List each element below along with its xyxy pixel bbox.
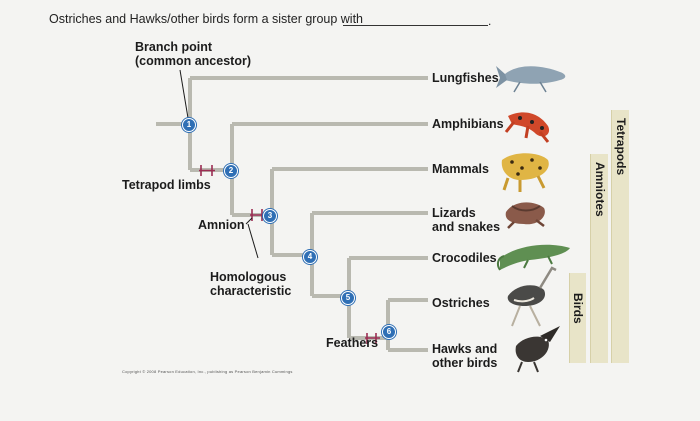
amnion-label: Amnion bbox=[198, 218, 245, 232]
homologous-line2: characteristic bbox=[210, 284, 292, 298]
ostrich-icon bbox=[507, 266, 557, 327]
taxon-name: Crocodiles bbox=[432, 251, 497, 265]
leopard-icon bbox=[501, 153, 549, 192]
hawk-icon bbox=[515, 326, 560, 373]
amnion-tick bbox=[250, 209, 265, 221]
question-prompt: Ostriches and Hawks/other birds form a s… bbox=[49, 12, 364, 26]
amniotes-bar bbox=[590, 154, 608, 363]
taxon-lungfishes: Lungfishes bbox=[432, 71, 499, 85]
feathers-label: Feathers bbox=[326, 336, 379, 350]
copyright-text: Copyright © 2008 Pearson Education, Inc.… bbox=[122, 369, 293, 374]
crocodile-icon bbox=[496, 244, 570, 271]
amnion-pointer bbox=[245, 217, 253, 225]
salamander-icon bbox=[504, 112, 550, 143]
feathers-tick bbox=[365, 333, 380, 344]
birds-label: Birds bbox=[571, 293, 585, 324]
node-4: 4 bbox=[303, 250, 317, 264]
taxon-name-line1: Lizards bbox=[432, 206, 476, 220]
taxon-name-line2: and snakes bbox=[432, 220, 501, 234]
node-5: 5 bbox=[341, 291, 355, 305]
tetrapod-limbs-label: Tetrapod limbs bbox=[122, 178, 211, 192]
tetrapods-bar bbox=[611, 110, 629, 363]
lizard-icon bbox=[505, 202, 545, 229]
taxon-name: Amphibians bbox=[432, 117, 504, 131]
birds-bar bbox=[569, 273, 586, 363]
taxon-amphibians: Amphibians bbox=[432, 117, 504, 131]
tetrapod-limbs-tick bbox=[199, 165, 215, 176]
amniotes-label: Amniotes bbox=[593, 162, 607, 217]
question-period: . bbox=[488, 14, 492, 28]
node-1: 1 bbox=[182, 118, 196, 132]
taxon-name: Ostriches bbox=[432, 296, 490, 310]
taxon-name-line1: Hawks and bbox=[432, 342, 498, 356]
taxon-name: Mammals bbox=[432, 162, 489, 176]
branch-point-label: Branch point (common ancestor) bbox=[135, 40, 251, 68]
taxon-ostriches: Ostriches bbox=[432, 296, 490, 310]
question-text: Ostriches and Hawks/other birds form a s… bbox=[49, 12, 363, 26]
homologous-line1: Homologous bbox=[210, 270, 287, 284]
branch-point-line2: (common ancestor) bbox=[135, 54, 251, 68]
lungfish-icon bbox=[496, 66, 566, 93]
answer-blank[interactable] bbox=[343, 25, 488, 26]
branch-point-pointer bbox=[179, 69, 189, 119]
branch-point-line1: Branch point bbox=[135, 40, 213, 54]
node-3: 3 bbox=[263, 209, 277, 223]
node-2: 2 bbox=[224, 164, 238, 178]
homologous-pointer bbox=[247, 223, 259, 259]
taxon-name: Lungfishes bbox=[432, 71, 499, 85]
tetrapods-label: Tetrapods bbox=[614, 118, 628, 176]
taxon-crocodiles: Crocodiles bbox=[432, 251, 497, 265]
taxon-mammals: Mammals bbox=[432, 162, 489, 176]
node-6: 6 bbox=[382, 325, 396, 339]
homologous-label: Homologous characteristic bbox=[210, 270, 291, 298]
taxon-hawks-other-birds: Hawks and other birds bbox=[432, 342, 497, 370]
taxon-name-line2: other birds bbox=[432, 356, 498, 370]
taxon-lizards-snakes: Lizards and snakes bbox=[432, 206, 500, 234]
